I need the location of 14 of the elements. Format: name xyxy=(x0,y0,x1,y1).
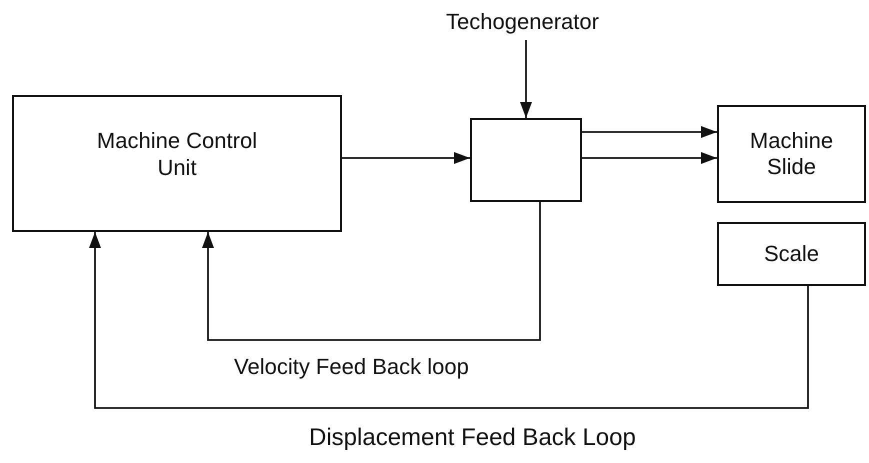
arrow xyxy=(582,126,717,138)
box-label: Scale xyxy=(764,240,820,268)
input-label: Techogenerator xyxy=(446,8,599,36)
arrow xyxy=(582,152,717,164)
process-box xyxy=(717,105,866,203)
process-box xyxy=(717,222,866,286)
process-box xyxy=(12,95,342,232)
box-label: Machine Control Unit xyxy=(96,128,258,181)
box-label: Machine Slide xyxy=(749,128,834,180)
arrow xyxy=(342,152,470,164)
arrow xyxy=(89,232,809,409)
process-box xyxy=(470,118,582,202)
arrow xyxy=(520,40,532,118)
arrow xyxy=(202,202,541,341)
